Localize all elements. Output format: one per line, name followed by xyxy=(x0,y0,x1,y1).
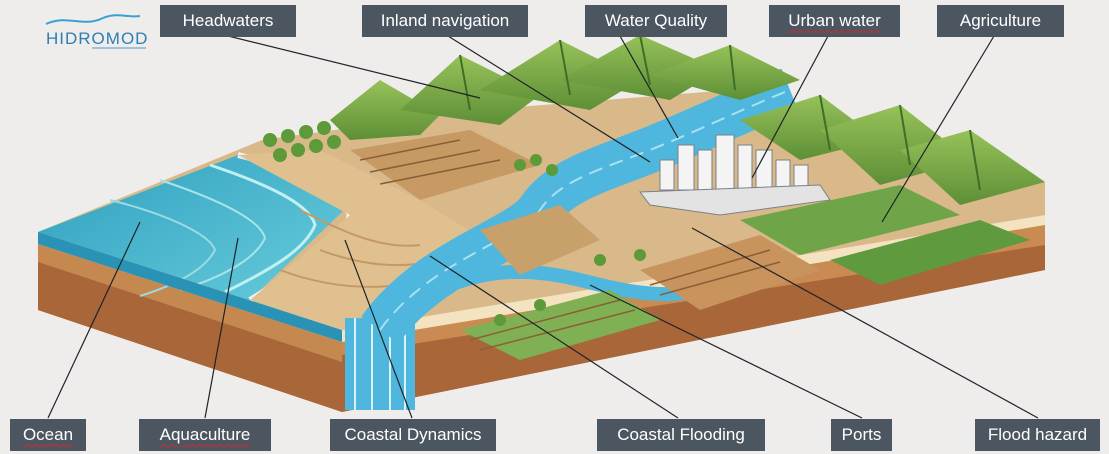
leader-ports xyxy=(589,284,863,419)
logo-text: HIDROMOD xyxy=(46,29,149,48)
label-ocean: Ocean xyxy=(10,419,86,451)
label-ports: Ports xyxy=(831,419,892,451)
label-agriculture: Agriculture xyxy=(937,5,1064,37)
label-coastal-flooding: Coastal Flooding xyxy=(597,419,765,451)
label-coastal-dynamics: Coastal Dynamics xyxy=(330,419,496,451)
agricultural-fields xyxy=(350,130,1030,360)
leader-agriculture xyxy=(881,35,995,223)
label-ocean-text: Ocean xyxy=(22,425,74,444)
logo-wave-icon xyxy=(45,14,141,25)
label-headwaters: Headwaters xyxy=(160,5,296,37)
leader-coastal-dynamics xyxy=(344,239,413,419)
leader-aquaculture xyxy=(204,237,239,419)
logo-underline xyxy=(92,47,146,49)
label-water-quality: Water Quality xyxy=(585,5,727,37)
leader-water-quality xyxy=(619,35,679,139)
label-flood-hazard: Flood hazard xyxy=(975,419,1100,451)
leader-lines xyxy=(47,35,1039,419)
city-buildings xyxy=(639,134,831,216)
leader-flood-hazard xyxy=(691,227,1039,419)
label-aquaculture: Aquaculture xyxy=(139,419,271,451)
mountains xyxy=(330,34,1045,205)
hidromod-logo: HIDROMOD xyxy=(28,8,158,49)
leader-coastal-flooding xyxy=(429,255,679,419)
label-inland-navigation: Inland navigation xyxy=(362,5,528,37)
label-urban-water: Urban water xyxy=(769,5,900,37)
leader-inland-navigation xyxy=(447,35,651,163)
label-aquaculture-text: Aquaculture xyxy=(159,425,251,444)
river xyxy=(361,68,799,345)
label-urban-water-text: Urban water xyxy=(788,11,881,30)
trees xyxy=(263,121,646,326)
leader-ocean xyxy=(47,221,141,419)
leader-urban-water xyxy=(751,35,829,179)
leader-headwaters xyxy=(227,35,481,99)
